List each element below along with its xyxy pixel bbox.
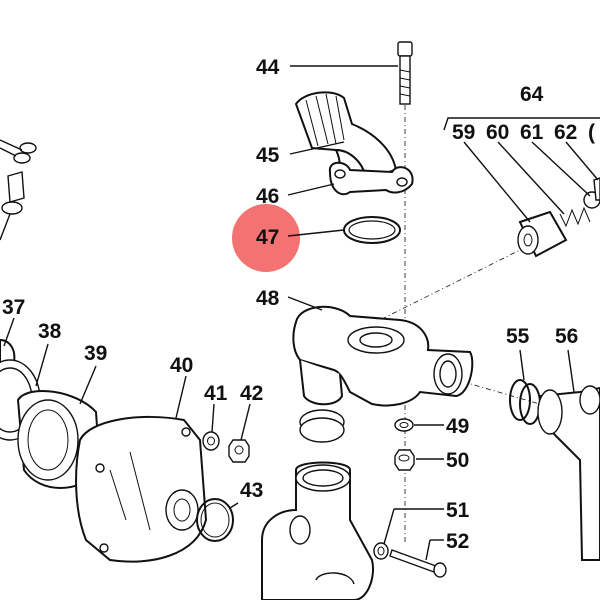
label-60: 60 bbox=[486, 121, 509, 144]
part-59-valve-body bbox=[517, 210, 568, 258]
label-39: 39 bbox=[84, 342, 107, 365]
label-52: 52 bbox=[446, 530, 469, 553]
label-51: 51 bbox=[446, 499, 470, 522]
part-62-seat bbox=[593, 177, 600, 201]
label-42: 42 bbox=[240, 382, 263, 405]
label-56: 56 bbox=[555, 325, 578, 348]
part-56-fitting bbox=[537, 385, 600, 561]
label-45: 45 bbox=[256, 144, 280, 167]
part-46-flange bbox=[328, 161, 414, 196]
part-49-washer bbox=[394, 418, 414, 432]
part-52-bolt bbox=[389, 549, 447, 578]
label-41: 41 bbox=[204, 382, 228, 405]
label-40: 40 bbox=[170, 354, 193, 377]
part-47-o-ring bbox=[343, 216, 401, 244]
lower-manifold bbox=[261, 461, 374, 600]
part-43-o-ring bbox=[196, 498, 234, 542]
part-48-manifold bbox=[292, 305, 474, 443]
part-50-nut bbox=[394, 449, 415, 471]
part-51-washer bbox=[373, 542, 389, 560]
label-48: 48 bbox=[256, 287, 280, 310]
label-64: 64 bbox=[520, 83, 544, 106]
label-cropped-edge: ( bbox=[588, 121, 595, 144]
label-62: 62 bbox=[554, 121, 577, 144]
part-42-nut bbox=[228, 439, 250, 463]
label-46: 46 bbox=[256, 185, 279, 208]
label-47: 47 bbox=[256, 226, 279, 249]
label-49: 49 bbox=[446, 415, 469, 438]
part-41-washer bbox=[202, 431, 220, 451]
label-50: 50 bbox=[446, 449, 469, 472]
label-59: 59 bbox=[452, 121, 475, 144]
label-38: 38 bbox=[38, 320, 62, 343]
label-44: 44 bbox=[256, 56, 280, 79]
part-55-o-rings bbox=[509, 379, 541, 425]
label-43: 43 bbox=[240, 479, 263, 502]
top-left-small-parts bbox=[0, 139, 37, 241]
leader-lines bbox=[3, 65, 600, 561]
label-37: 37 bbox=[2, 296, 25, 319]
part-44-bolt bbox=[397, 41, 413, 105]
label-61: 61 bbox=[520, 121, 544, 144]
part-60-spring bbox=[559, 206, 591, 228]
label-55: 55 bbox=[506, 325, 530, 348]
part-40-pump-head bbox=[75, 415, 208, 563]
highlight-marker bbox=[232, 204, 300, 272]
